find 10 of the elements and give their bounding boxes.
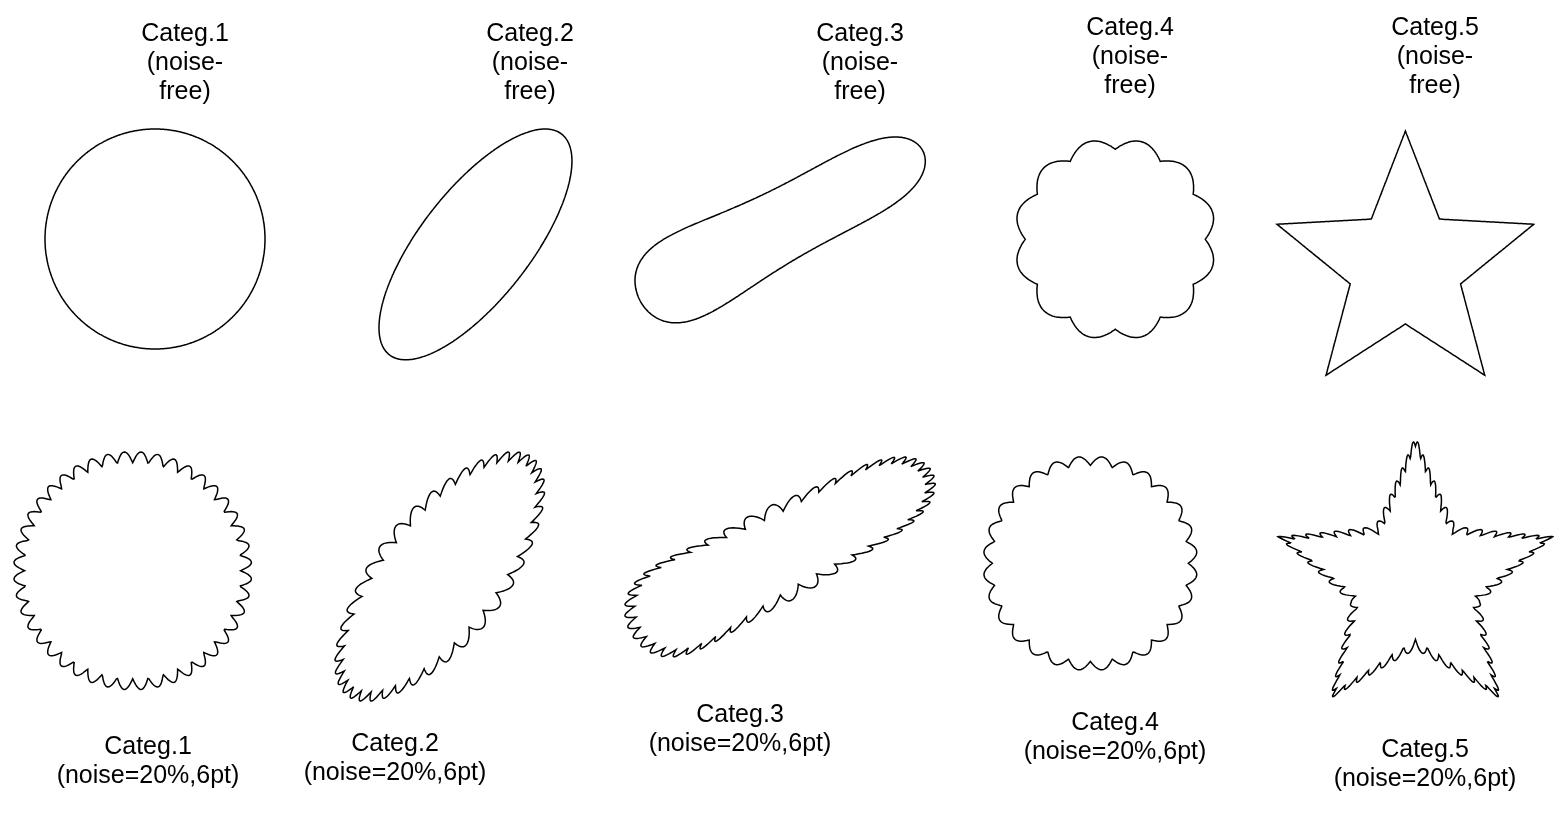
shape-caption: Categ.4 (noise-free) [1086, 12, 1174, 99]
shape-caption: Categ.5 (noise-free) [1391, 12, 1479, 99]
shape-caption: Categ.3 (noise-free) [816, 18, 904, 105]
shape-caption: Categ.4 (noise=20%,6pt) [1023, 706, 1207, 765]
shape-caption: Categ.3 (noise=20%,6pt) [648, 698, 832, 757]
shape-caption: Categ.1 (noise=20%,6pt) [56, 731, 240, 790]
shape-caption: Categ.2 (noise=20%,6pt) [303, 728, 487, 787]
shape-caption: Categ.2 (noise-free) [486, 18, 574, 105]
shape-caption: Categ.1 (noise-free) [141, 18, 229, 105]
shape-caption: Categ.5 (noise=20%,6pt) [1333, 733, 1517, 792]
